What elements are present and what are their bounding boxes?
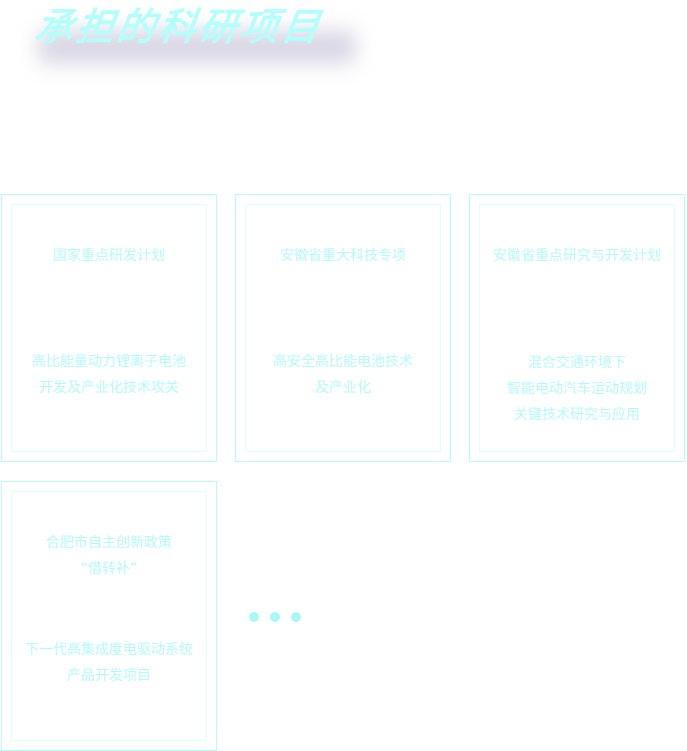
- title-shadow: [38, 30, 356, 64]
- project-program: 安徽省重大科技专项: [280, 248, 406, 264]
- card-inner-border: [479, 204, 675, 452]
- project-program: “借转补”: [80, 561, 138, 577]
- project-name-line: 高比能量动力锂离子电池: [32, 354, 186, 370]
- project-name-line: 开发及产业化技术攻关: [39, 380, 179, 396]
- dot: [291, 612, 301, 622]
- card-inner-border: [11, 204, 207, 452]
- project-card: 国家重点研发计划 高比能量动力锂离子电池 开发及产业化技术攻关: [1, 194, 217, 462]
- project-name-line: 关键技术研究与应用: [514, 407, 640, 423]
- project-name-line: 混合交通环境下: [528, 355, 626, 371]
- project-program: 安徽省重点研究与开发计划: [493, 248, 661, 264]
- card-inner-border: [245, 204, 441, 452]
- project-name-line: 高安全高比能电池技术: [273, 354, 413, 370]
- project-name-line: 下一代高集成度电驱动系统: [25, 642, 193, 658]
- project-program: 合肥市自主创新政策: [46, 535, 172, 551]
- project-card: 安徽省重点研究与开发计划 混合交通环境下 智能电动汽车运动规划 关键技术研究与应…: [469, 194, 685, 462]
- page-title: 承担的科研项目: [32, 5, 326, 49]
- card-inner-border: [11, 491, 207, 741]
- dot: [249, 612, 259, 622]
- project-name-line: 智能电动汽车运动规划: [507, 381, 647, 397]
- project-name-line: 产品开发项目: [67, 668, 151, 684]
- project-program: 国家重点研发计划: [53, 248, 165, 264]
- project-name-line: 及产业化: [315, 380, 371, 396]
- project-card: 合肥市自主创新政策 “借转补” 下一代高集成度电驱动系统 产品开发项目: [1, 481, 217, 751]
- project-card: 安徽省重大科技专项 高安全高比能电池技术 及产业化: [235, 194, 451, 462]
- dot: [270, 612, 280, 622]
